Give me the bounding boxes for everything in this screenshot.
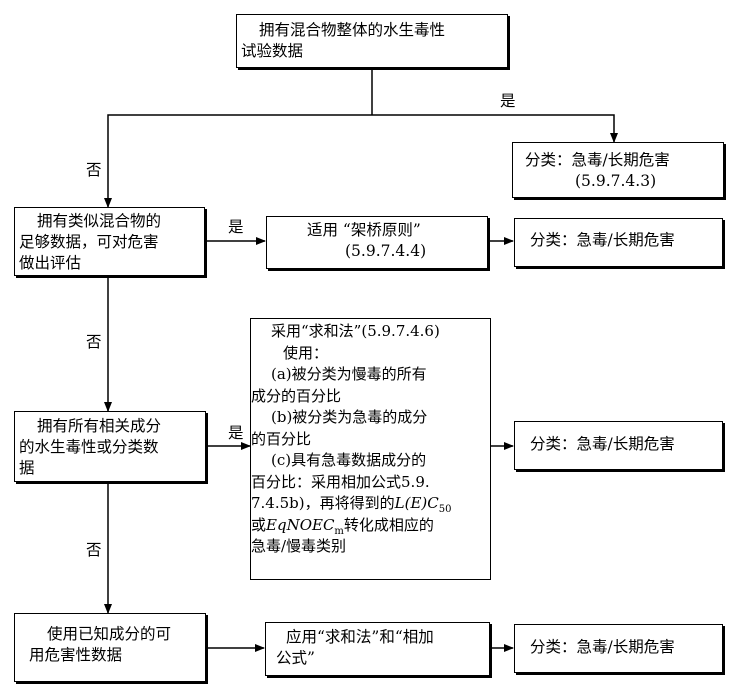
node-q1-line-2: 试验数据	[241, 42, 304, 60]
node-sum-line-4: 成分的百分比	[251, 386, 342, 405]
node-sum-line-9-text: 7.4.5b)，再将得到的	[251, 494, 395, 512]
node-sum-line-9: 7.4.5b)，再将得到的L(E)C50	[251, 493, 490, 515]
node-sum-line-3: (a)被分类为慢毒的所有	[271, 365, 427, 383]
node-r2-classification: 分类：急毒/长期危害	[514, 218, 723, 267]
node-apply-summation-additivity: 应用“求和法”和“相加 公式”	[265, 622, 490, 676]
node-apply-line-1: 应用“求和法”和“相加	[286, 628, 434, 646]
edge-q1-yes-r1	[372, 114, 618, 143]
node-r4-classification: 分类：急毒/长期危害	[514, 624, 723, 673]
edge-label-yes-1: 是	[500, 92, 516, 110]
node-sum-line-7: (c)具有急毒数据成分的	[271, 451, 427, 469]
node-q3-line-2: 的水生毒性或分类数	[19, 438, 159, 456]
node-bridging-principle: 适用 “架桥原则” (5.9.7.4.4)	[266, 216, 488, 269]
edge-label-no-1: 否	[86, 161, 102, 179]
node-sum-line-8: 百分比：采用相加公式5.9.	[251, 472, 430, 491]
node-q2-line-2: 足够数据，可对危害	[19, 233, 159, 251]
node-q3-all-components-data: 拥有所有相关成分 的水生毒性或分类数 据	[14, 411, 206, 482]
node-q1-line-1: 拥有混合物整体的水生毒性	[259, 21, 446, 39]
node-r3-line-1: 分类：急毒/长期危害	[530, 435, 675, 453]
edge-label-yes-3: 是	[228, 424, 244, 442]
node-sum-line-6: 的百分比	[251, 429, 312, 448]
node-q3-line-1: 拥有所有相关成分	[37, 417, 162, 435]
node-sum-formula-lec: L(E)C	[394, 494, 439, 512]
node-apply-line-2: 公式”	[276, 649, 315, 667]
node-sum-formula-lec-sub: 50	[438, 504, 452, 515]
node-sum-line-10-text: 转化成相应的	[343, 515, 434, 534]
node-r1-classification: 分类：急毒/长期危害 (5.9.7.4.3)	[512, 142, 724, 198]
node-q2-line-1: 拥有类似混合物的	[37, 212, 162, 230]
node-q4-line-1: 使用已知成分的可	[47, 625, 172, 643]
node-r2-line-1: 分类：急毒/长期危害	[530, 231, 675, 249]
node-sum-line-10: 或EqNOECm转化成相应的	[251, 515, 490, 537]
node-q2-similar-mixture: 拥有类似混合物的 足够数据，可对危害 做出评估	[14, 207, 205, 276]
node-sum-line-11: 急毒/慢毒类别	[251, 537, 347, 555]
edge-label-no-2: 否	[86, 333, 102, 351]
node-r3-classification: 分类：急毒/长期危害	[514, 421, 723, 470]
node-q4-known-components: 使用已知成分的可 用危害性数据	[14, 613, 206, 682]
node-q3-line-3: 据	[19, 459, 35, 477]
node-r4-line-1: 分类：急毒/长期危害	[530, 638, 675, 656]
node-sum-line-10-or: 或	[251, 515, 267, 534]
node-r1-line-1: 分类：急毒/长期危害	[525, 151, 670, 169]
node-bridge-line-2: (5.9.7.4.4)	[345, 242, 427, 260]
node-q1-whole-mixture-data: 拥有混合物整体的水生毒性 试验数据	[236, 14, 508, 68]
node-sum-formula-eqnoec: EqNOEC	[266, 515, 335, 534]
node-sum-formula-eqnoec-sub: m	[334, 525, 344, 537]
edge-q1-no-q2	[104, 114, 372, 208]
node-sum-line-1: 采用“求和法”(5.9.7.4.6)	[271, 322, 440, 340]
node-q4-line-2: 用危害性数据	[29, 646, 123, 664]
edge-label-yes-2: 是	[228, 218, 244, 236]
edge-label-no-3: 否	[86, 541, 102, 559]
node-summation-method: 采用“求和法”(5.9.7.4.6) 使用： (a)被分类为慢毒的所有 成分的百…	[250, 318, 491, 580]
node-sum-line-5: (b)被分类为急毒的成分	[271, 408, 428, 426]
node-sum-line-2: 使用：	[283, 343, 329, 362]
node-bridge-line-1: 适用 “架桥原则”	[307, 221, 421, 239]
node-q2-line-3: 做出评估	[19, 254, 82, 272]
node-r1-line-2: (5.9.7.4.3)	[575, 172, 657, 190]
